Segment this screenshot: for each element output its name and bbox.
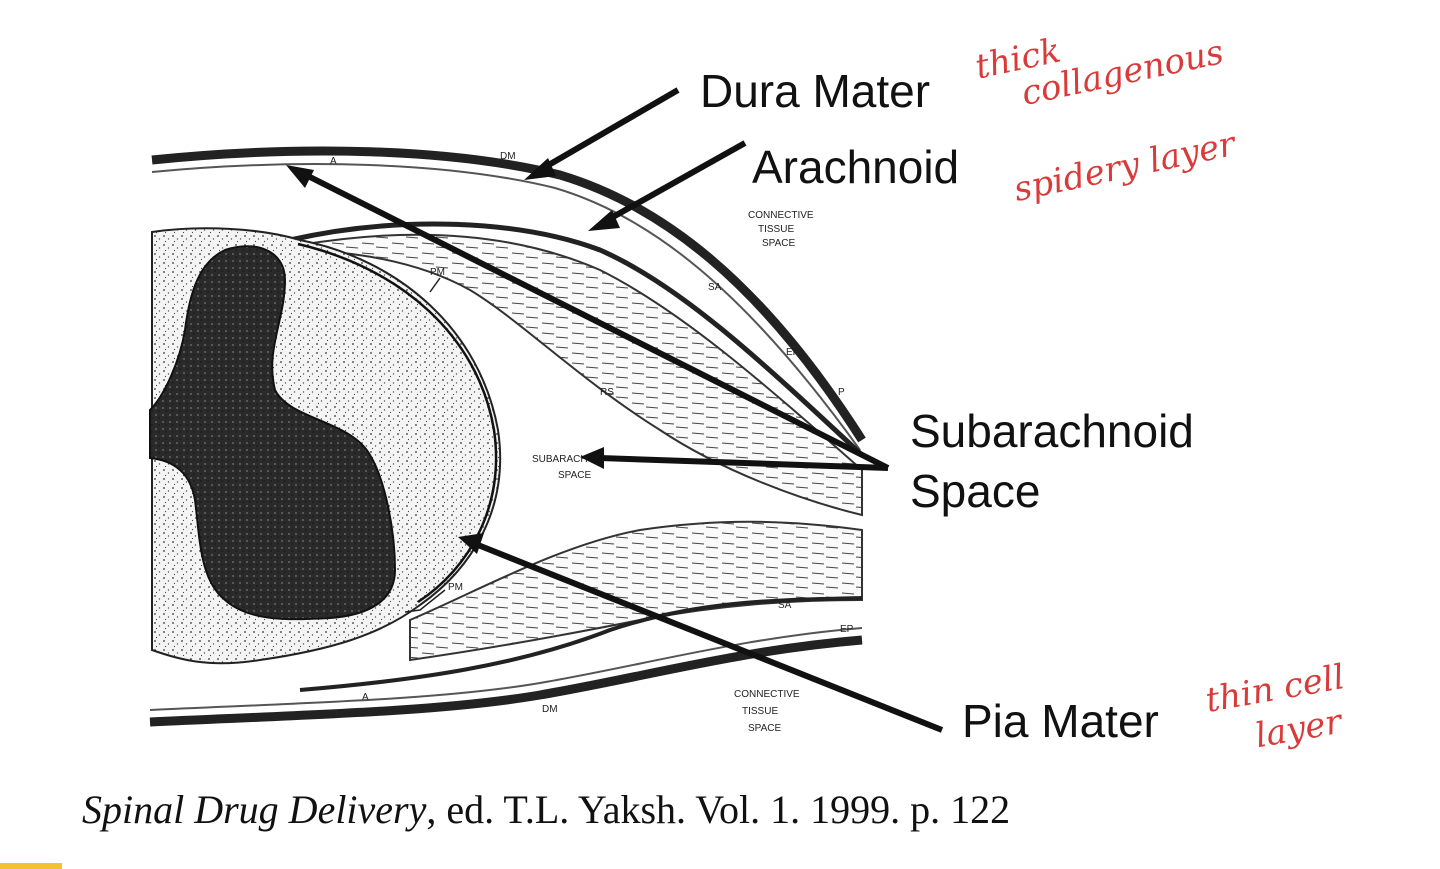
accent-bar <box>0 863 62 869</box>
fig-label-a-top: A <box>330 156 337 167</box>
citation-title: Spinal Drug Delivery <box>82 787 427 832</box>
label-arachnoid: Arachnoid <box>752 141 960 193</box>
arachnoid-top <box>289 221 864 457</box>
arrow-subarachnoid-mid <box>580 447 889 471</box>
fig-label-pm-top: PM <box>430 267 445 278</box>
pm-leader-top <box>429 277 441 293</box>
fig-label-a-bottom: A <box>362 692 369 703</box>
dura-mater-bottom-inner <box>149 627 863 711</box>
fig-label-ep-top: EP <box>786 347 800 358</box>
fig-label-p: P <box>838 387 845 398</box>
fig-label-sa-bottom: SA <box>778 600 792 611</box>
arrow-subarachnoid-top <box>286 165 890 471</box>
label-subarachnoid: Subarachnoid <box>910 405 1194 457</box>
arrow-dura-mater <box>524 87 680 180</box>
fig-label-ep-bottom: EP <box>840 624 854 635</box>
label-pia-mater: Pia Mater <box>962 695 1159 747</box>
fig-label-subarach-small-1: SUBARACH <box>532 454 588 465</box>
nerve-root-top <box>299 233 863 517</box>
pm-leader-bottom <box>404 589 446 613</box>
fig-label-connective-bottom-2: TISSUE <box>742 706 778 717</box>
spinal-cord-gray-matter <box>149 245 397 621</box>
label-space: Space <box>910 465 1041 517</box>
fig-label-rs: RS <box>600 387 614 398</box>
fig-label-connective-top-2: TISSUE <box>758 224 794 235</box>
fig-label-connective-bottom-3: SPACE <box>748 723 781 734</box>
fig-label-dm-bottom: DM <box>542 704 558 715</box>
fig-label-connective-bottom-1: CONNECTIVE <box>734 689 800 700</box>
fig-label-dm-top: DM <box>500 151 516 162</box>
dura-mater-top <box>151 146 866 443</box>
arrow-arachnoid <box>588 140 747 231</box>
dura-mater-top-inner <box>151 163 861 451</box>
fig-label-pm-bottom: PM <box>448 582 463 593</box>
fig-label-subarach-small-2: SPACE <box>558 470 591 481</box>
citation: Spinal Drug Delivery, ed. T.L. Yaksh. Vo… <box>82 786 1010 833</box>
fig-label-connective-top-3: SPACE <box>762 238 795 249</box>
arachnoid-bottom <box>299 596 863 692</box>
fig-label-sa-top: SA <box>708 282 722 293</box>
fig-label-connective-top-1: CONNECTIVE <box>748 210 814 221</box>
label-dura-mater: Dura Mater <box>700 65 931 117</box>
citation-details: , ed. T.L. Yaksh. Vol. 1. 1999. p. 122 <box>426 787 1011 832</box>
pia-mater-line <box>297 242 498 604</box>
arrow-pia-mater <box>458 533 944 733</box>
